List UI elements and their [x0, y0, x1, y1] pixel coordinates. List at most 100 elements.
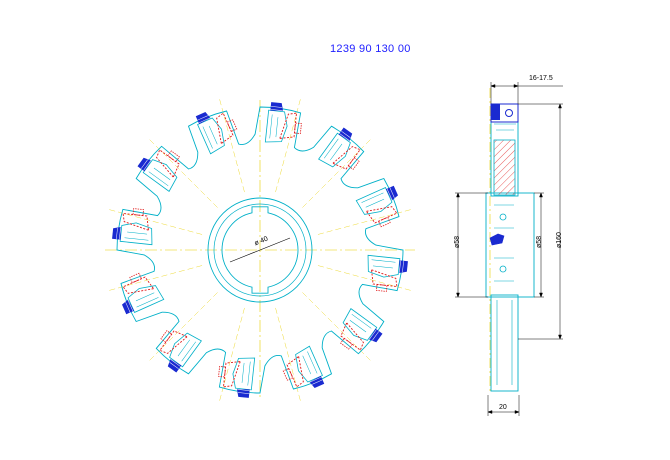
tooth-pocket-line	[177, 339, 196, 362]
dia-left-label: ø58	[454, 236, 461, 248]
insert-clamp-line	[197, 115, 211, 124]
tooth-pocket	[142, 159, 178, 192]
hub-ring	[207, 197, 313, 303]
insert-screw	[375, 283, 388, 292]
cutter-tooth	[121, 272, 165, 315]
cutter-tooth	[340, 308, 383, 351]
cutter-tooth	[137, 149, 180, 192]
side-hatched-section	[493, 139, 516, 196]
radial-centerline	[148, 292, 218, 362]
insert-clamp	[309, 375, 325, 389]
radial-centerline	[302, 292, 372, 362]
insert-clamp	[121, 299, 135, 315]
cutter-tooth	[195, 111, 238, 155]
tooth-pocket-line	[148, 167, 171, 186]
side-view: 16-17.5 20 ø58 ø58 ø160	[454, 75, 563, 416]
insert-clamp	[236, 389, 250, 398]
tooth-pocket	[119, 222, 153, 246]
bore-diameter-label: ø 40	[253, 236, 269, 248]
insert-screw	[226, 119, 238, 132]
cutter-tooth	[112, 208, 153, 246]
cutter-tooth	[264, 102, 302, 143]
insert-clamp	[399, 260, 408, 274]
insert-cartridge	[122, 276, 155, 294]
radial-centerline	[107, 265, 203, 292]
insert-clamp	[112, 226, 121, 240]
cutter-tooth	[218, 357, 256, 398]
insert-screw	[282, 368, 294, 381]
width-top-label: 16-17.5	[529, 75, 553, 82]
insert-cartridge	[222, 361, 241, 388]
tooth-pocket-line	[269, 114, 279, 139]
tooth-pocket	[355, 187, 393, 215]
cutter-body-outline	[116, 106, 404, 394]
insert-clamp-line	[116, 227, 121, 240]
insert-screw	[132, 208, 145, 217]
tooth-pocket	[318, 132, 351, 168]
insert-screw	[129, 272, 142, 284]
side-screw	[499, 213, 507, 221]
side-dimensions	[455, 82, 563, 416]
side-top-line	[494, 123, 516, 131]
insert-screw	[218, 365, 227, 378]
bore-dimension-line	[229, 237, 291, 263]
tooth-pocket	[197, 117, 225, 155]
insert-cartridge	[279, 112, 298, 139]
insert-clamp-line	[140, 159, 151, 171]
insert-cartridge	[365, 206, 398, 224]
insert-clamp-line	[339, 130, 351, 141]
radial-centerline	[302, 138, 372, 208]
tooth-pocket-line	[202, 125, 218, 149]
insert-cartridge	[216, 112, 234, 145]
side-top-insert-block	[491, 104, 500, 120]
insert-cartridge	[156, 149, 180, 178]
insert-clamp	[195, 111, 211, 125]
tooth-pocket-line	[371, 259, 396, 269]
cutter-tooth	[367, 254, 408, 292]
insert-clamp	[270, 102, 284, 111]
width-bottom-label: 20	[499, 404, 507, 411]
dia-right-label: ø58	[536, 236, 543, 248]
insert-clamp-line	[270, 106, 283, 111]
tooth-pocket	[264, 109, 288, 143]
insert-cartridge	[159, 330, 188, 354]
tooth-pocket-line	[361, 192, 385, 208]
radial-centerline	[218, 307, 245, 403]
dia-outer-label: ø160	[556, 232, 563, 248]
insert-clamp-line	[386, 187, 395, 201]
side-hub-detail	[494, 204, 514, 282]
cutter-teeth	[112, 102, 408, 398]
radial-centerline	[218, 97, 245, 193]
radial-centerline	[107, 208, 203, 235]
front-view: ø 40	[105, 97, 415, 403]
cutter-tooth	[282, 345, 325, 389]
tooth-pocket-line	[349, 314, 372, 333]
tooth-pocket-line	[302, 351, 318, 375]
tooth-pocket	[127, 285, 165, 313]
radial-centerline	[317, 208, 413, 235]
insert-cartridge	[286, 355, 304, 388]
insert-cartridge	[332, 146, 361, 170]
part-number-label: 1239 90 130 00	[330, 43, 411, 55]
insert-clamp-line	[169, 359, 181, 370]
tooth-pocket-line	[241, 361, 251, 386]
insert-screw	[378, 216, 391, 228]
insert-screw	[167, 150, 180, 163]
tooth-pocket-line	[124, 231, 149, 241]
insert-clamp-line	[369, 329, 380, 341]
insert-screw	[293, 122, 302, 135]
radial-centerline	[148, 138, 218, 208]
radial-centerline	[317, 265, 413, 292]
tooth-pocket	[169, 332, 202, 368]
radial-centerline	[275, 97, 302, 193]
radial-centerline	[275, 307, 302, 403]
tooth-pocket	[342, 308, 378, 341]
insert-clamp	[385, 185, 399, 201]
insert-clamp-line	[399, 260, 404, 273]
cutter-tooth	[318, 127, 361, 170]
side-clamp	[489, 233, 505, 246]
cutter-tooth	[159, 330, 202, 373]
tooth-pocket	[295, 345, 323, 383]
tooth-pocket	[367, 254, 401, 278]
